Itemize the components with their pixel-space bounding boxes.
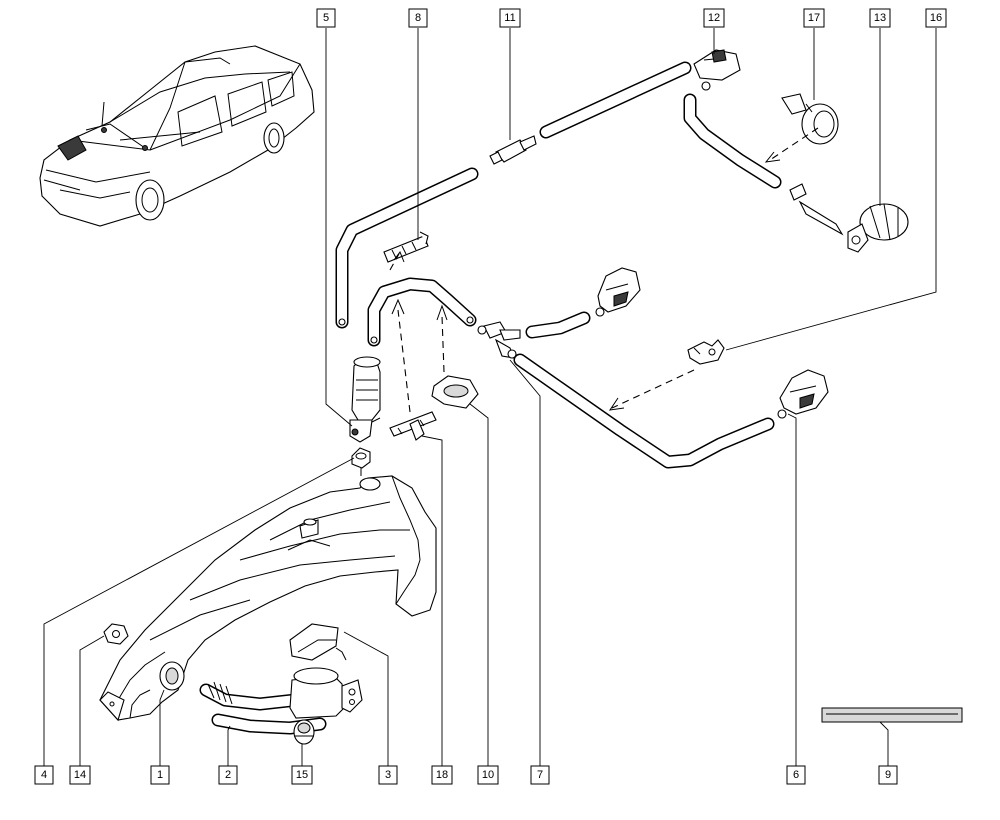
leader-lines — [43, 28, 937, 766]
callout-11-label: 11 — [504, 12, 515, 24]
callout-7-label: 7 — [537, 769, 543, 781]
callout-5-label: 5 — [323, 12, 329, 24]
callout-4-label: 4 — [41, 769, 47, 781]
callout-9: 9 — [878, 765, 898, 785]
clip-18 — [389, 411, 437, 441]
assembly-arrows — [389, 127, 819, 413]
callout-18: 18 — [431, 765, 453, 785]
nozzle-6 — [777, 369, 829, 419]
sealing-strip-9 — [821, 707, 963, 723]
nozzle-upper — [595, 267, 641, 317]
nozzle-cap-17 — [781, 93, 839, 145]
callout-13-label: 13 — [874, 12, 886, 24]
nut-14 — [103, 623, 129, 645]
callout-14-label: 14 — [74, 769, 86, 781]
pump-5 — [349, 356, 381, 443]
callout-11: 11 — [499, 8, 521, 28]
callout-10-label: 10 — [482, 769, 494, 781]
washer-reservoir — [99, 475, 437, 722]
grommet-10 — [431, 375, 479, 409]
callout-13: 13 — [869, 8, 891, 28]
callout-8-label: 8 — [415, 12, 421, 24]
callout-1: 1 — [150, 765, 170, 785]
callout-4: 4 — [34, 765, 54, 785]
callout-1-label: 1 — [157, 769, 163, 781]
car-thumbnail — [39, 45, 315, 227]
callout-3: 3 — [378, 765, 398, 785]
hose-network — [335, 61, 782, 469]
callout-5: 5 — [316, 8, 336, 28]
nozzle-13 — [789, 183, 909, 253]
callout-6: 6 — [786, 765, 806, 785]
callout-14: 14 — [69, 765, 91, 785]
nozzle-12 — [693, 49, 741, 91]
callout-8: 8 — [408, 8, 428, 28]
callout-10: 10 — [477, 765, 499, 785]
callout-9-label: 9 — [885, 769, 891, 781]
clip-16 — [687, 339, 725, 365]
pump-assembly — [199, 623, 363, 735]
grommet-4 — [351, 447, 371, 476]
callout-2-label: 2 — [225, 769, 231, 781]
callout-12: 12 — [703, 8, 725, 28]
callout-18-label: 18 — [436, 769, 448, 781]
grommet-15 — [293, 719, 315, 745]
clip-8 — [383, 231, 429, 263]
callout-6-label: 6 — [793, 769, 799, 781]
callout-12-label: 12 — [708, 12, 720, 24]
callout-7: 7 — [530, 765, 550, 785]
callout-16-label: 16 — [930, 12, 942, 24]
callout-3-label: 3 — [385, 769, 391, 781]
callout-17: 17 — [803, 8, 825, 28]
callout-2: 2 — [218, 765, 238, 785]
callout-15-label: 15 — [296, 769, 308, 781]
callout-16: 16 — [925, 8, 947, 28]
callout-17-label: 17 — [808, 12, 820, 24]
callout-15: 15 — [291, 765, 313, 785]
